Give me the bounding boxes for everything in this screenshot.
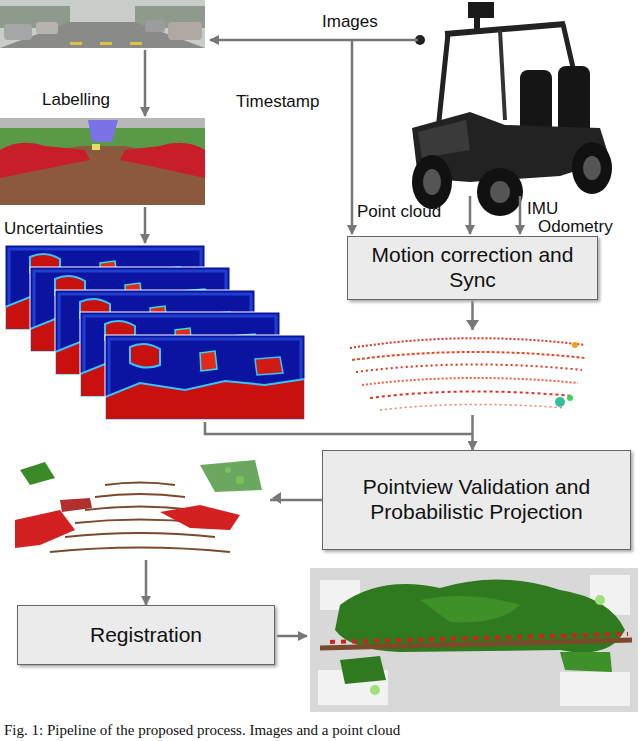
data-arrows-part: [519, 196, 522, 234]
vehicle-illustration-part: [418, 120, 470, 158]
segmentation-image: [0, 118, 205, 205]
point-cloud-image: [345, 330, 590, 415]
registered-map-part: [310, 568, 638, 712]
vehicle-illustration: [412, 2, 612, 216]
data-arrows-part: [144, 207, 147, 243]
registered-map-part: [340, 656, 386, 684]
camera-image-part: [36, 22, 58, 34]
camera-image-part: [70, 42, 82, 45]
registered-map-part: [370, 685, 380, 695]
flow-label: Timestamp: [236, 92, 319, 112]
point-cloud-image-part: [350, 338, 585, 348]
vehicle-illustration-part: [468, 2, 494, 18]
segmentation-image-part: [120, 143, 205, 178]
camera-image: [0, 0, 205, 48]
point-cloud-image-part: [380, 404, 565, 410]
illustration-layer-part: [272, 492, 281, 504]
data-arrows-part: [210, 39, 418, 42]
camera-image-part: [145, 20, 165, 32]
vehicle-illustration-part: [490, 181, 510, 203]
camera-image-part: [130, 42, 142, 45]
flow-label: IMU: [527, 199, 558, 219]
projected-points-image: [15, 455, 270, 560]
segmentation-image-part: [0, 118, 205, 205]
segmentation-image-part: [88, 120, 118, 142]
projected-points-image-part: [65, 533, 215, 537]
projected-points-image-part: [15, 455, 270, 560]
process-box: Registration: [17, 605, 275, 665]
box-text-group: Motion correction and Sync: [356, 243, 589, 293]
flow-label: Labelling: [42, 90, 110, 110]
box-label: Pointview Validation and Probabilistic P…: [331, 475, 622, 525]
projected-points-image-part: [95, 494, 185, 497]
projected-points-image-part: [50, 548, 230, 553]
projected-points-image-part: [15, 510, 75, 548]
process-box: Motion correction and Sync: [347, 236, 598, 300]
camera-image-part: [100, 42, 112, 45]
data-arrows-part: [277, 635, 307, 638]
flow-label: Images: [322, 12, 378, 32]
data-arrows-part: [144, 50, 147, 116]
point-cloud-image-part: [356, 364, 582, 372]
point-cloud-image-part: [352, 352, 585, 360]
segmentation-image-part: [92, 144, 100, 150]
registered-map: [310, 568, 638, 712]
point-cloud-image-part: [362, 378, 578, 385]
registered-map-part: [330, 634, 628, 642]
flow-label: Uncertainties: [4, 219, 103, 239]
box-label: Registration: [90, 623, 202, 648]
vehicle-illustration-part: [438, 34, 448, 130]
projected-points-image-part: [60, 498, 92, 512]
camera-image-part: [0, 22, 205, 48]
point-cloud-image-part: [370, 391, 572, 398]
data-arrows-part: [205, 422, 472, 434]
flow-label: Odometry: [538, 217, 613, 237]
vehicle-illustration-part: [500, 30, 505, 120]
projected-points-image-part: [20, 462, 55, 485]
camera-image-part: [168, 22, 202, 40]
uncertainty-maps-part: [105, 335, 305, 420]
uncertainty-maps-part: [105, 335, 305, 420]
data-arrows-part: [469, 196, 472, 234]
projected-points-image-part: [236, 476, 244, 484]
box-label: Motion correction and Sync: [356, 243, 589, 293]
point-cloud-image-part: [345, 330, 590, 415]
projected-points-image-part: [160, 505, 240, 530]
registered-map-part: [560, 652, 612, 672]
data-arrows-part: [351, 40, 354, 234]
point-cloud-image-part: [555, 397, 565, 407]
registered-map-part: [560, 672, 630, 706]
box-text-group: Pointview Validation and Probabilistic P…: [331, 475, 622, 525]
camera-image-part: [4, 24, 32, 40]
flow-label: Point cloud: [357, 202, 441, 222]
vehicle-illustration-part: [572, 142, 612, 194]
vehicle-illustration-part: [445, 24, 565, 34]
registered-map-part: [420, 596, 520, 622]
projected-points-image-part: [105, 483, 175, 486]
process-box: Pointview Validation and Probabilistic P…: [322, 450, 631, 550]
camera-image-part: [0, 0, 205, 48]
segmentation-image-part: [0, 143, 90, 178]
figure-caption: Fig. 1: Pipeline of the proposed process…: [4, 722, 400, 739]
vehicle-illustration-part: [412, 155, 452, 209]
vehicle-illustration-part: [423, 169, 441, 195]
projected-points-image-part: [225, 467, 231, 473]
box-text-group: Registration: [90, 623, 202, 648]
registered-map-part: [595, 595, 605, 605]
point-cloud-image-part: [572, 342, 578, 348]
uncertainty-maps: [5, 245, 305, 420]
vehicle-illustration-part: [583, 156, 601, 180]
point-cloud-image-part: [567, 395, 573, 401]
vehicle-illustration-part: [477, 168, 523, 216]
illustration-layer-part: [466, 320, 479, 330]
projected-points-image-part: [200, 460, 262, 492]
